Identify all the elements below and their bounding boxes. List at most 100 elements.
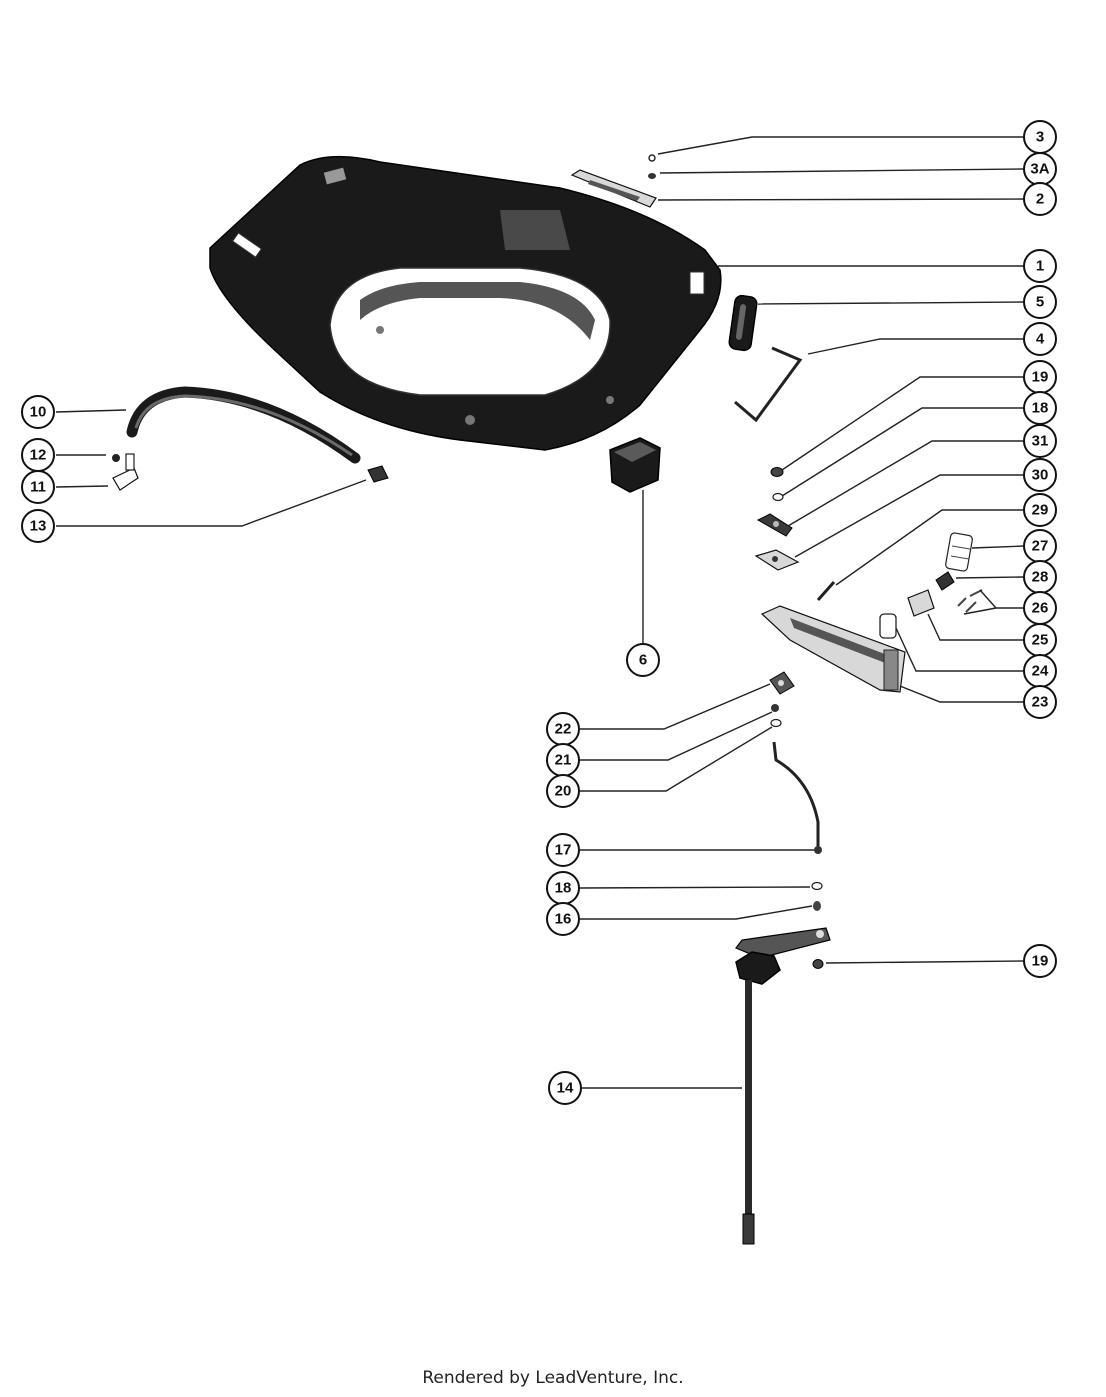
callout-12-label: 12 xyxy=(30,447,47,464)
callout-20-label: 20 xyxy=(555,783,572,800)
nut-lower-part xyxy=(812,959,824,969)
callout-22: 22 xyxy=(546,712,580,746)
leader-28 xyxy=(955,576,1025,579)
callout-27: 27 xyxy=(1023,529,1057,563)
callout-27-label: 27 xyxy=(1032,538,1049,555)
callout-18-upper-label: 18 xyxy=(1032,400,1049,417)
leader-3 xyxy=(657,136,1024,155)
callout-3a-label: 3A xyxy=(1030,161,1049,178)
callout-18-lower-label: 18 xyxy=(555,880,572,897)
callout-23: 23 xyxy=(1023,685,1057,719)
callout-5-label: 5 xyxy=(1036,294,1044,311)
leader-19-upper xyxy=(781,376,1024,471)
leader-5 xyxy=(757,301,1025,305)
leader-27 xyxy=(971,545,1025,549)
leader-lines xyxy=(55,136,1025,1089)
callout-31-label: 31 xyxy=(1032,433,1049,450)
link-plate-part xyxy=(769,671,795,695)
callout-18-upper: 18 xyxy=(1023,391,1057,425)
callout-17: 17 xyxy=(546,833,580,867)
leader-20 xyxy=(580,726,773,792)
callout-30-label: 30 xyxy=(1032,467,1049,484)
callout-28-label: 28 xyxy=(1032,569,1049,586)
leader-22 xyxy=(580,683,771,730)
callout-21: 21 xyxy=(546,743,580,777)
callout-21-label: 21 xyxy=(555,752,572,769)
callout-20: 20 xyxy=(546,774,580,808)
callout-14: 14 xyxy=(548,1071,582,1105)
callout-29: 29 xyxy=(1023,493,1057,527)
callout-26: 26 xyxy=(1023,591,1057,625)
leader-18-upper xyxy=(781,407,1024,497)
leader-16 xyxy=(580,905,813,920)
shift-shaft-part xyxy=(735,927,831,1245)
small-pins-parts xyxy=(957,589,983,613)
callout-25: 25 xyxy=(1023,623,1057,657)
callout-31: 31 xyxy=(1023,424,1057,458)
nut-and-washer-upper-parts xyxy=(770,467,784,502)
callout-17-label: 17 xyxy=(555,842,572,859)
washer-and-nut-lower-parts xyxy=(811,881,823,911)
exploded-parts-diagram: 3 3A 2 1 5 4 19 18 31 30 29 27 xyxy=(21,120,1057,1245)
leader-26 xyxy=(963,589,1024,615)
leader-23 xyxy=(899,685,1024,703)
leader-30 xyxy=(794,474,1024,558)
callout-3-label: 3 xyxy=(1036,129,1044,146)
clamp-part xyxy=(367,465,389,483)
callout-23-label: 23 xyxy=(1032,694,1049,711)
leader-13 xyxy=(56,479,367,527)
washers-middle-parts xyxy=(770,704,782,728)
callout-12: 12 xyxy=(21,438,55,472)
callout-30: 30 xyxy=(1023,458,1057,492)
callout-24-label: 24 xyxy=(1032,663,1049,680)
link-rod-part xyxy=(772,741,822,854)
callout-28: 28 xyxy=(1023,560,1057,594)
pin-part xyxy=(816,581,836,601)
leader-21 xyxy=(580,711,773,761)
bent-rod-part xyxy=(734,346,803,423)
bracket-part xyxy=(754,549,800,571)
callout-2-label: 2 xyxy=(1036,191,1044,208)
bottom-cowl-part xyxy=(209,155,722,451)
leader-24 xyxy=(895,627,1024,672)
leader-4 xyxy=(807,338,1024,355)
small-pad-part xyxy=(879,613,897,639)
leader-29 xyxy=(835,509,1024,586)
callout-11-label: 11 xyxy=(30,479,46,496)
plate-part xyxy=(570,169,657,208)
callout-1: 1 xyxy=(1023,249,1057,283)
callout-10-label: 10 xyxy=(30,404,47,421)
callout-5: 5 xyxy=(1023,285,1057,319)
callout-19-lower-label: 19 xyxy=(1032,953,1049,970)
callout-6-label: 6 xyxy=(639,652,647,669)
leader-31 xyxy=(787,440,1024,527)
callout-6: 6 xyxy=(626,643,660,677)
callout-2: 2 xyxy=(1023,182,1057,216)
callout-22-label: 22 xyxy=(555,721,572,738)
callout-13-label: 13 xyxy=(30,518,47,535)
leader-19-lower xyxy=(825,960,1025,964)
callout-14-label: 14 xyxy=(557,1080,574,1097)
callout-16: 16 xyxy=(546,902,580,936)
fitting-parts xyxy=(112,453,139,491)
callout-1-label: 1 xyxy=(1036,258,1044,275)
callout-3: 3 xyxy=(1023,120,1057,154)
leader-25 xyxy=(927,613,1024,641)
callout-26-label: 26 xyxy=(1032,600,1049,617)
callout-10: 10 xyxy=(21,395,55,429)
screw-and-washer-parts xyxy=(648,154,656,179)
callout-3a: 3A xyxy=(1023,152,1057,186)
callout-11: 11 xyxy=(21,470,55,504)
callout-24: 24 xyxy=(1023,654,1057,688)
leader-18-lower xyxy=(579,886,811,889)
callout-19-upper: 19 xyxy=(1023,360,1057,394)
callout-29-label: 29 xyxy=(1032,502,1049,519)
lever-part xyxy=(756,513,793,537)
callout-25-label: 25 xyxy=(1032,632,1049,649)
leader-3a xyxy=(659,168,1025,174)
callout-19-lower: 19 xyxy=(1023,944,1057,978)
pad-part xyxy=(728,294,758,352)
callout-4: 4 xyxy=(1023,322,1057,356)
callout-18-lower: 18 xyxy=(546,871,580,905)
callout-16-label: 16 xyxy=(555,911,572,928)
